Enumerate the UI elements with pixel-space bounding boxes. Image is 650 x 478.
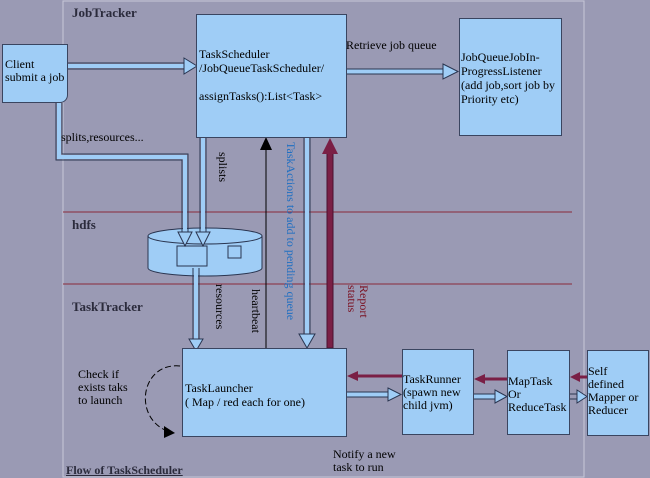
client-box[interactable]: Client submit a job bbox=[2, 44, 68, 103]
taskrunner-box[interactable]: TaskRunner (spawn new child jvm) bbox=[402, 349, 474, 435]
maptask-label: MapTask Or ReduceTask bbox=[508, 374, 567, 414]
maptask-box[interactable]: MapTask Or ReduceTask bbox=[507, 350, 570, 435]
tasklauncher-box[interactable]: TaskLauncher ( Map / red each for one) bbox=[182, 348, 347, 437]
arrow-retrieve-job-queue bbox=[347, 63, 460, 80]
selfdefined-box[interactable]: Self defined Mapper or Reducer bbox=[587, 350, 649, 436]
arrow-report-status bbox=[322, 138, 338, 349]
arrow-runner-to-maptask bbox=[474, 389, 509, 404]
taskactions-label: TaskActions to add to pending queue bbox=[284, 142, 298, 321]
arrow-heartbeat bbox=[260, 137, 272, 348]
taskscheduler-label: TaskScheduler /JobQueueTaskScheduler/ as… bbox=[199, 47, 325, 103]
section-flow-title: Flow of TaskScheduler bbox=[66, 463, 183, 477]
resources-label: resources bbox=[213, 284, 227, 330]
section-jobtracker: JobTracker bbox=[72, 5, 137, 20]
jobqueue-label: JobQueueJobIn- ProgressListener (add job… bbox=[461, 50, 555, 106]
arrow-selfdefined-to-maptask bbox=[570, 372, 587, 382]
client-label: Client submit a job bbox=[5, 57, 65, 84]
splists-label: splists bbox=[216, 152, 230, 183]
taskrunner-label: TaskRunner (spawn new child jvm) bbox=[403, 372, 461, 412]
arrow-client-splits-to-hdfs bbox=[55, 103, 193, 248]
arrow-maptask-to-selfdefined bbox=[570, 389, 588, 404]
notify-new-task-label: Notify a new task to run bbox=[333, 447, 396, 474]
section-tasktracker: TaskTracker bbox=[72, 299, 143, 314]
arrow-check-loop bbox=[144, 365, 181, 438]
check-launch-label: Check if exists taks to launch bbox=[78, 367, 128, 407]
arrow-launcher-to-runner bbox=[347, 387, 403, 402]
outer-frame bbox=[62, 0, 585, 478]
selfdefined-label: Self defined Mapper or Reducer bbox=[588, 364, 639, 417]
tasklauncher-label: TaskLauncher ( Map / red each for one) bbox=[185, 381, 305, 409]
section-hdfs: hdfs bbox=[72, 217, 96, 232]
taskscheduler-box[interactable]: TaskScheduler /JobQueueTaskScheduler/ as… bbox=[196, 14, 347, 138]
arrow-client-to-scheduler bbox=[68, 57, 198, 75]
arrow-runner-to-launcher bbox=[347, 371, 402, 381]
arrow-taskactions bbox=[298, 138, 316, 350]
heartbeat-label: heartbeat bbox=[249, 289, 263, 333]
report-status-label: Report status bbox=[345, 285, 371, 318]
splits-resources-label: splits,resources... bbox=[61, 130, 144, 144]
arrow-scheduler-splists-to-hdfs bbox=[195, 138, 211, 248]
arrow-hdfs-resources-to-launcher bbox=[188, 268, 204, 352]
arrow-maptask-to-runner bbox=[474, 374, 507, 384]
jobqueue-box[interactable]: JobQueueJobIn- ProgressListener (add job… bbox=[459, 18, 562, 136]
retrieve-job-queue-label: Retrieve job queue bbox=[346, 38, 437, 52]
